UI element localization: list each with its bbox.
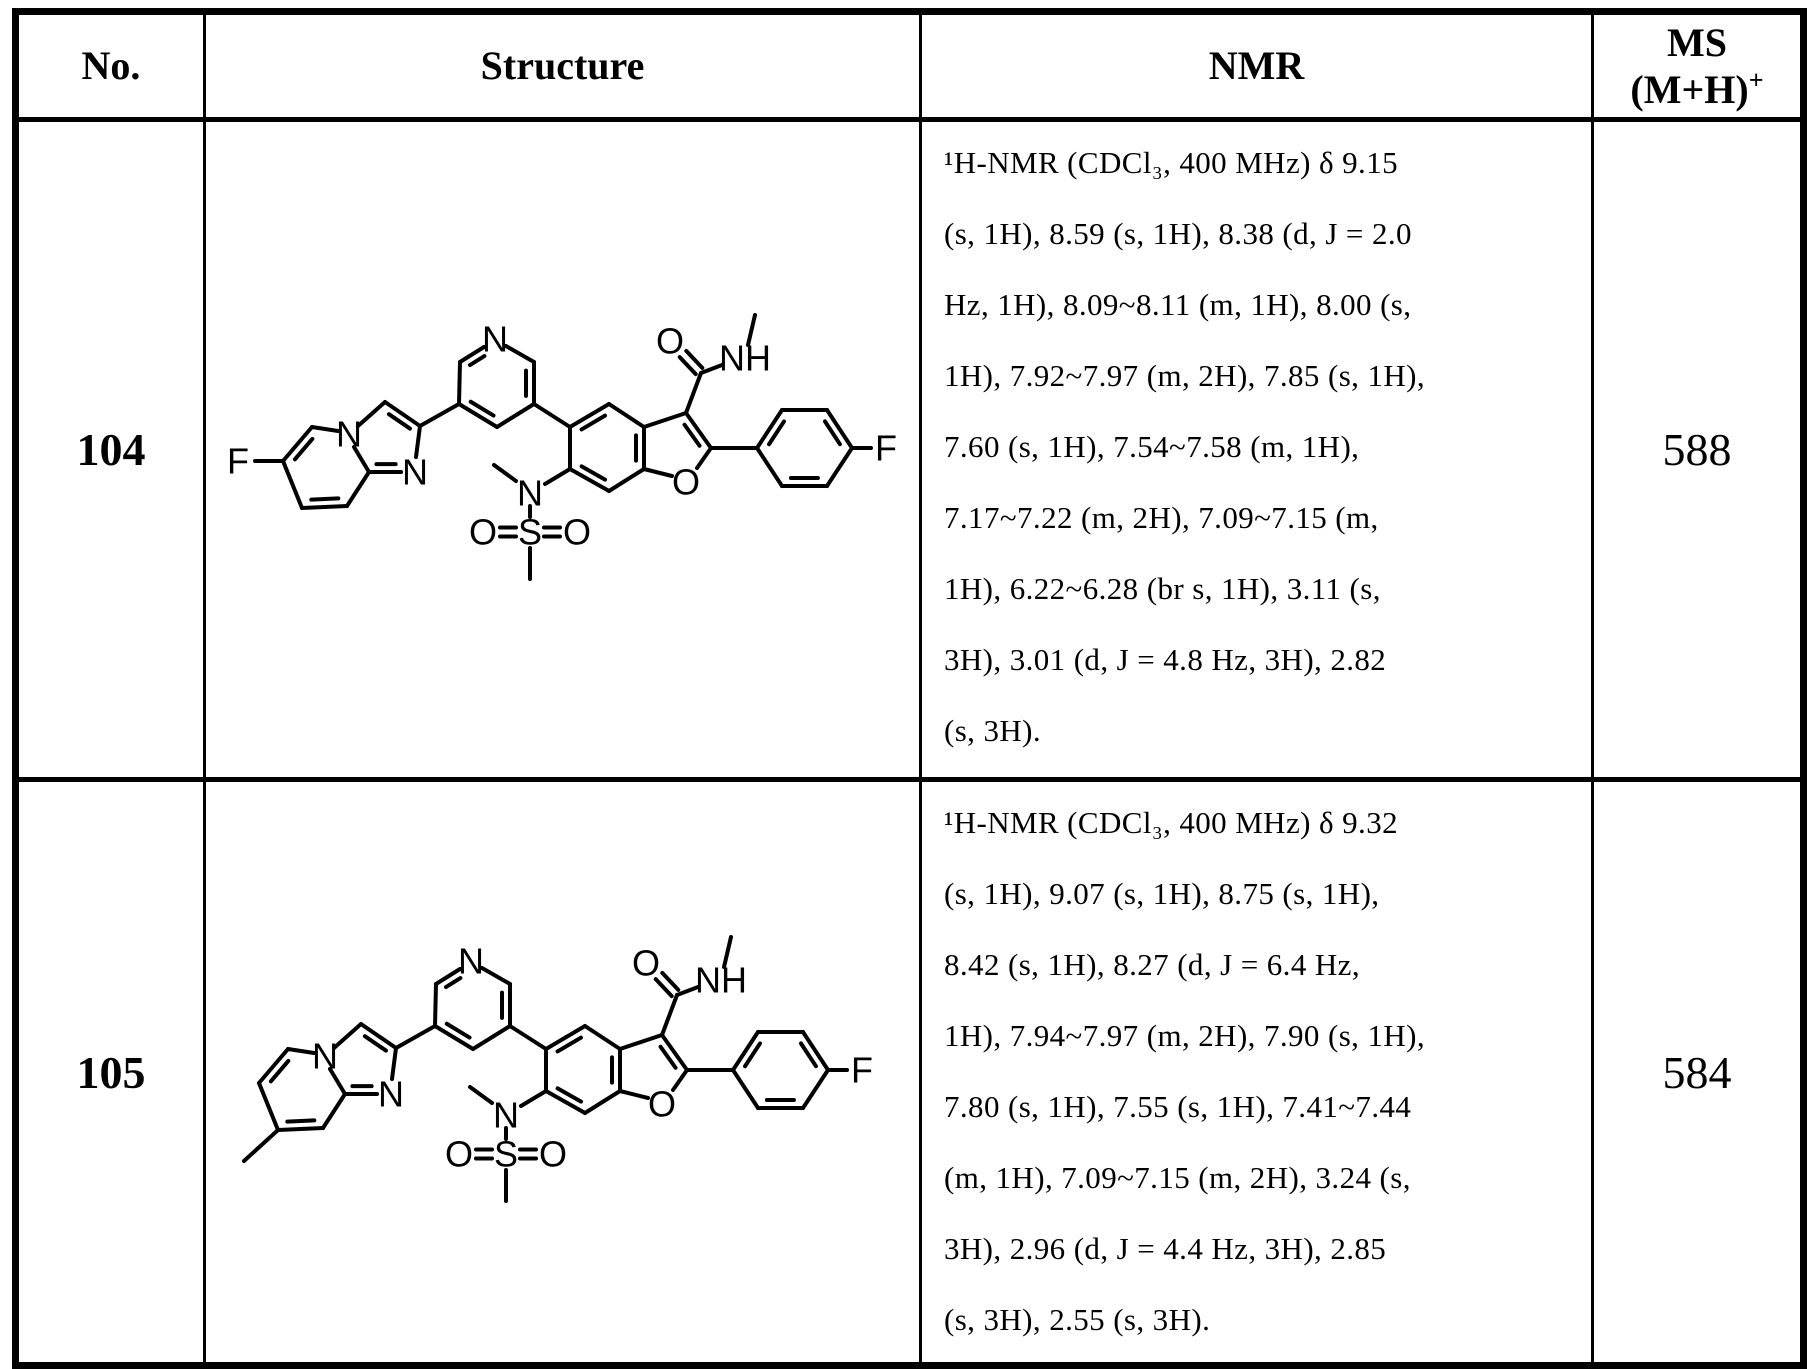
svg-text:N: N [482,319,508,360]
svg-text:O: O [672,462,700,503]
header-ms: MS (M+H)+ [1591,10,1805,121]
svg-text:N: N [378,1074,404,1115]
header-ms-line2: (M+H) [1630,67,1749,112]
svg-text:N: N [336,414,362,455]
svg-text:N: N [517,473,543,514]
svg-text:O: O [469,512,497,553]
table-header-row: No. Structure NMR MS (M+H)+ [14,10,1805,121]
ms-value: 584 [1591,777,1805,1367]
svg-text:O: O [563,512,591,553]
compound-number: 105 [14,777,206,1367]
svg-text:F: F [227,441,249,482]
svg-text:F: F [851,1050,873,1091]
nmr-text: ¹H-NMR (CDCl₃, 400 MHz) δ 9.15 (s, 1H), … [919,117,1594,781]
svg-text:F: F [875,428,897,469]
svg-text:N: N [458,941,484,982]
svg-text:NH: NH [695,960,747,1001]
header-ms-line1: MS [1667,19,1727,65]
svg-text:O: O [656,321,684,362]
svg-text:O: O [632,943,660,984]
header-no: No. [14,10,206,121]
compound-number: 104 [14,117,206,781]
svg-text:O: O [648,1084,676,1125]
svg-text:N: N [402,452,428,493]
ms-value: 588 [1591,117,1805,781]
nmr-text: ¹H-NMR (CDCl₃, 400 MHz) δ 9.32 (s, 1H), … [919,777,1594,1367]
svg-text:S: S [494,1134,518,1175]
header-nmr: NMR [919,10,1594,121]
svg-text:O: O [445,1134,473,1175]
svg-text:N: N [493,1095,519,1136]
svg-text:O: O [539,1134,567,1175]
header-ms-superscript: + [1748,65,1764,95]
svg-text:N: N [312,1036,338,1077]
header-structure: Structure [203,10,922,121]
svg-text:NH: NH [719,338,771,379]
svg-text:S: S [518,512,542,553]
